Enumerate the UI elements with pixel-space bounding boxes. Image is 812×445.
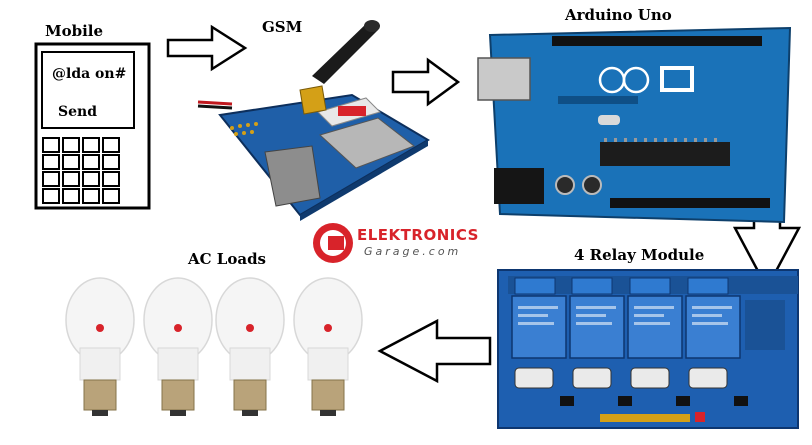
mobile-label: Mobile bbox=[45, 22, 104, 40]
bulb-3 bbox=[215, 277, 285, 416]
arrow-gsm-to-arduino bbox=[391, 57, 461, 107]
elektronics-logo-mark bbox=[313, 223, 353, 263]
phone-send-text: Send bbox=[58, 104, 97, 120]
ac-bulbs-image bbox=[65, 277, 363, 416]
power-jack bbox=[494, 168, 544, 204]
bulb-1 bbox=[65, 277, 135, 416]
usb-port bbox=[477, 57, 531, 101]
logo-sub-text: Garage.com bbox=[364, 245, 462, 258]
atmega-chip bbox=[600, 142, 730, 166]
arduino-label: Arduino Uno bbox=[565, 6, 672, 24]
logo-brand-text: ELEKTRONICS bbox=[357, 226, 479, 244]
bulb-2 bbox=[143, 277, 213, 416]
analog-header bbox=[610, 198, 770, 208]
phone-message-text: @lda on# bbox=[52, 66, 127, 82]
phone-keypad bbox=[42, 137, 120, 204]
gsm-module-image bbox=[197, 20, 430, 221]
relay-terminals bbox=[514, 277, 729, 295]
bulb-4 bbox=[293, 277, 363, 416]
loads-label: AC Loads bbox=[188, 250, 267, 268]
phone-screen bbox=[41, 51, 135, 129]
arduino-uno-image bbox=[477, 26, 792, 224]
arrow-mobile-to-gsm bbox=[166, 24, 248, 72]
relay-module-image bbox=[497, 269, 799, 429]
gsm-label: GSM bbox=[262, 18, 303, 36]
relay-label: 4 Relay Module bbox=[574, 246, 705, 264]
arrow-relay-to-loads bbox=[377, 318, 492, 384]
digital-header bbox=[552, 36, 762, 46]
mobile-phone bbox=[34, 42, 151, 210]
